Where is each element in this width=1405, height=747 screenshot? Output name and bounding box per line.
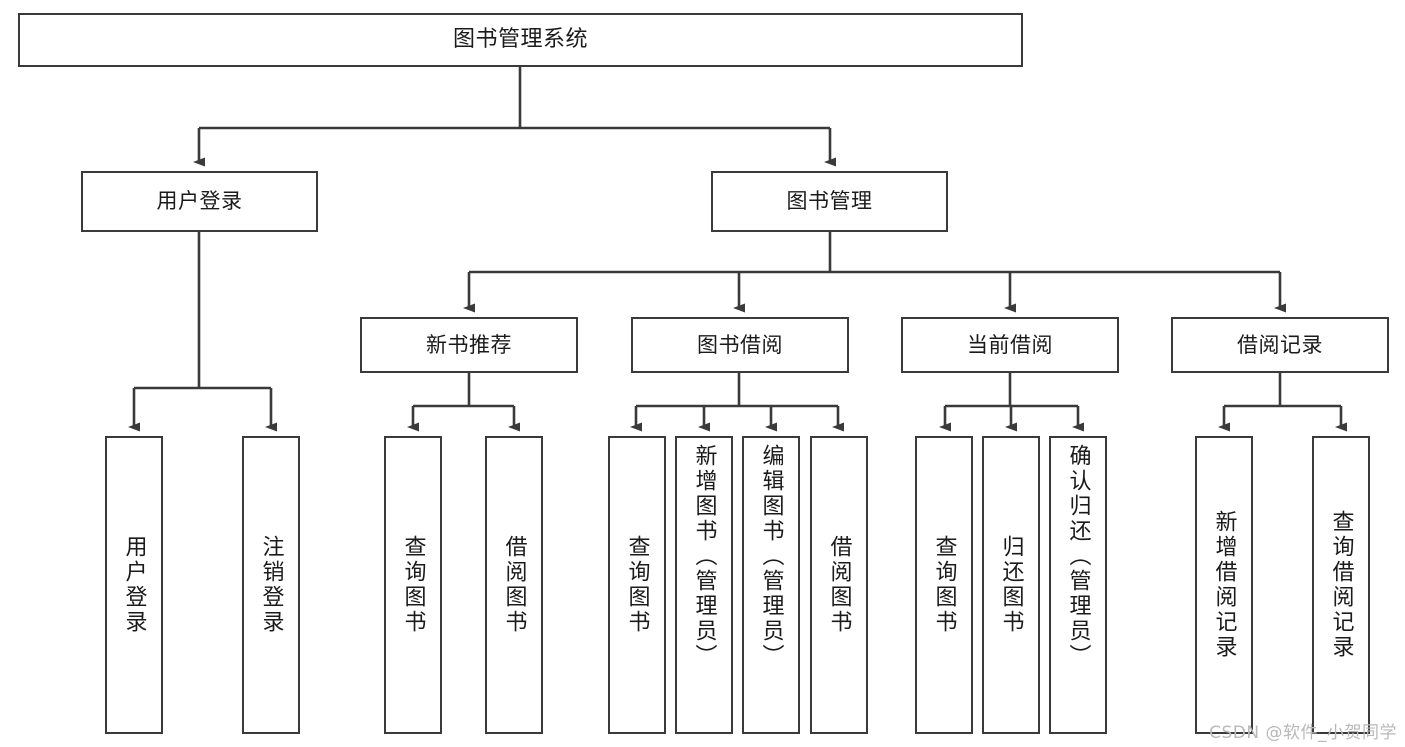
leaf-user-login-logout[interactable]: 注销登录 — [242, 436, 300, 734]
node-label: 用户登录 — [156, 189, 243, 214]
leaf-borrow-query-book[interactable]: 查询图书 — [608, 436, 666, 734]
leaf-current-query-book[interactable]: 查询图书 — [915, 436, 973, 734]
node-label: 新增借阅记录 — [1211, 510, 1237, 660]
node-borrow-record[interactable]: 借阅记录 — [1171, 317, 1389, 373]
leaf-current-confirm-return-admin[interactable]: 确认归还（管理员） — [1049, 436, 1107, 734]
node-label: 查询借阅记录 — [1328, 510, 1354, 660]
node-label: 查询图书 — [931, 535, 957, 635]
leaf-record-add-record[interactable]: 新增借阅记录 — [1195, 436, 1253, 734]
leaf-new-book-borrow-book[interactable]: 借阅图书 — [485, 436, 543, 734]
node-label: 查询图书 — [624, 535, 650, 635]
node-label: 确认归还（管理员） — [1065, 444, 1091, 669]
node-user-login[interactable]: 用户登录 — [81, 171, 318, 232]
node-new-book-recommend[interactable]: 新书推荐 — [360, 317, 578, 373]
node-label: 当前借阅 — [967, 332, 1053, 357]
node-label: 归还图书 — [998, 535, 1024, 635]
node-label: 借阅记录 — [1237, 332, 1323, 357]
leaf-borrow-borrow-book[interactable]: 借阅图书 — [810, 436, 868, 734]
node-label: 借阅图书 — [826, 535, 852, 635]
node-label: 图书管理系统 — [452, 27, 588, 53]
node-book-management[interactable]: 图书管理 — [711, 171, 948, 232]
node-label: 新增图书（管理员） — [691, 444, 717, 669]
leaf-borrow-edit-book-admin[interactable]: 编辑图书（管理员） — [742, 436, 800, 734]
node-label: 编辑图书（管理员） — [758, 444, 784, 669]
leaf-borrow-add-book-admin[interactable]: 新增图书（管理员） — [675, 436, 733, 734]
node-label: 图书借阅 — [697, 332, 783, 357]
node-root-system[interactable]: 图书管理系统 — [18, 13, 1023, 67]
leaf-record-query-record[interactable]: 查询借阅记录 — [1312, 436, 1370, 734]
leaf-current-return-book[interactable]: 归还图书 — [982, 436, 1040, 734]
node-label: 用户登录 — [121, 535, 147, 635]
node-label: 注销登录 — [258, 535, 284, 635]
node-current-borrow[interactable]: 当前借阅 — [901, 317, 1119, 373]
node-label: 查询图书 — [400, 535, 426, 635]
node-book-borrow[interactable]: 图书借阅 — [631, 317, 849, 373]
node-label: 借阅图书 — [501, 535, 527, 635]
node-label: 图书管理 — [786, 189, 873, 214]
node-label: 新书推荐 — [426, 332, 512, 357]
leaf-user-login-login[interactable]: 用户登录 — [105, 436, 163, 734]
watermark-text: CSDN @软件_小贺同学 — [1209, 723, 1397, 743]
leaf-new-book-query-book[interactable]: 查询图书 — [384, 436, 442, 734]
